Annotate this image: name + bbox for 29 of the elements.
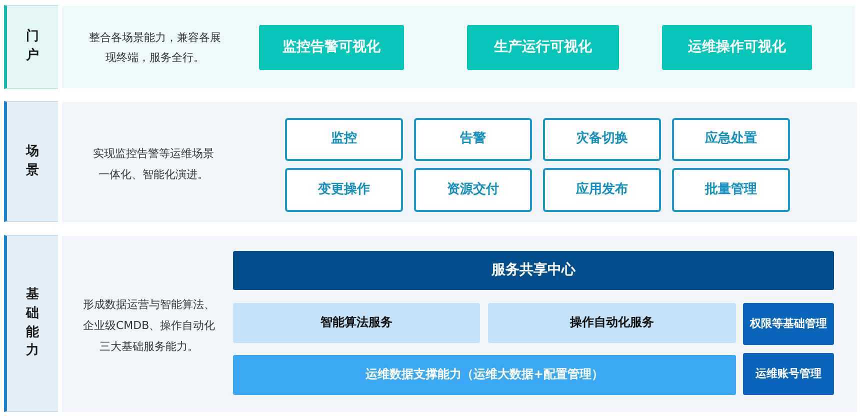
scenario-tile: 应急处置 — [672, 118, 790, 161]
row-label-tab — [4, 101, 58, 222]
row-description: 实现监控告警等运维场景一体化、智能化演进。 — [92, 146, 216, 183]
data-support-bar: 运维数据支撑能力（运维大数据+配置管理） — [233, 355, 736, 395]
row-heading: 基础能力 — [26, 286, 39, 360]
row-description: 整合各场景能力，兼容各展现终端，服务全行。 — [88, 30, 222, 66]
row-panel — [62, 236, 857, 412]
portal-tile: 监控告警可视化 — [259, 25, 404, 70]
row-label-tab — [4, 5, 58, 89]
scenario-tile: 变更操作 — [285, 168, 403, 212]
portal-tile: 生产运行可视化 — [467, 25, 619, 70]
service-hub-bar: 服务共享中心 — [233, 251, 834, 290]
scenario-tile: 批量管理 — [672, 168, 790, 212]
row-heading: 场景 — [26, 142, 39, 180]
row-label-tab — [4, 235, 58, 412]
management-tile: 运维账号管理 — [743, 353, 834, 395]
scenario-tile: 灾备切换 — [543, 118, 661, 161]
scenario-tile: 告警 — [414, 118, 532, 161]
row-description: 形成数据运营与智能算法、企业级CMDB、操作自动化三大基础服务能力。 — [82, 297, 216, 355]
row-heading: 门户 — [26, 28, 39, 65]
portal-tile: 运维操作可视化 — [662, 25, 812, 70]
service-tile: 操作自动化服务 — [488, 303, 736, 343]
management-tile: 权限等基础管理 — [743, 303, 834, 345]
scenario-tile: 监控 — [285, 118, 403, 161]
scenario-tile: 资源交付 — [414, 168, 532, 212]
row-panel — [62, 102, 857, 222]
row-panel — [62, 6, 855, 88]
service-tile: 智能算法服务 — [233, 303, 480, 343]
scenario-tile: 应用发布 — [543, 168, 661, 212]
